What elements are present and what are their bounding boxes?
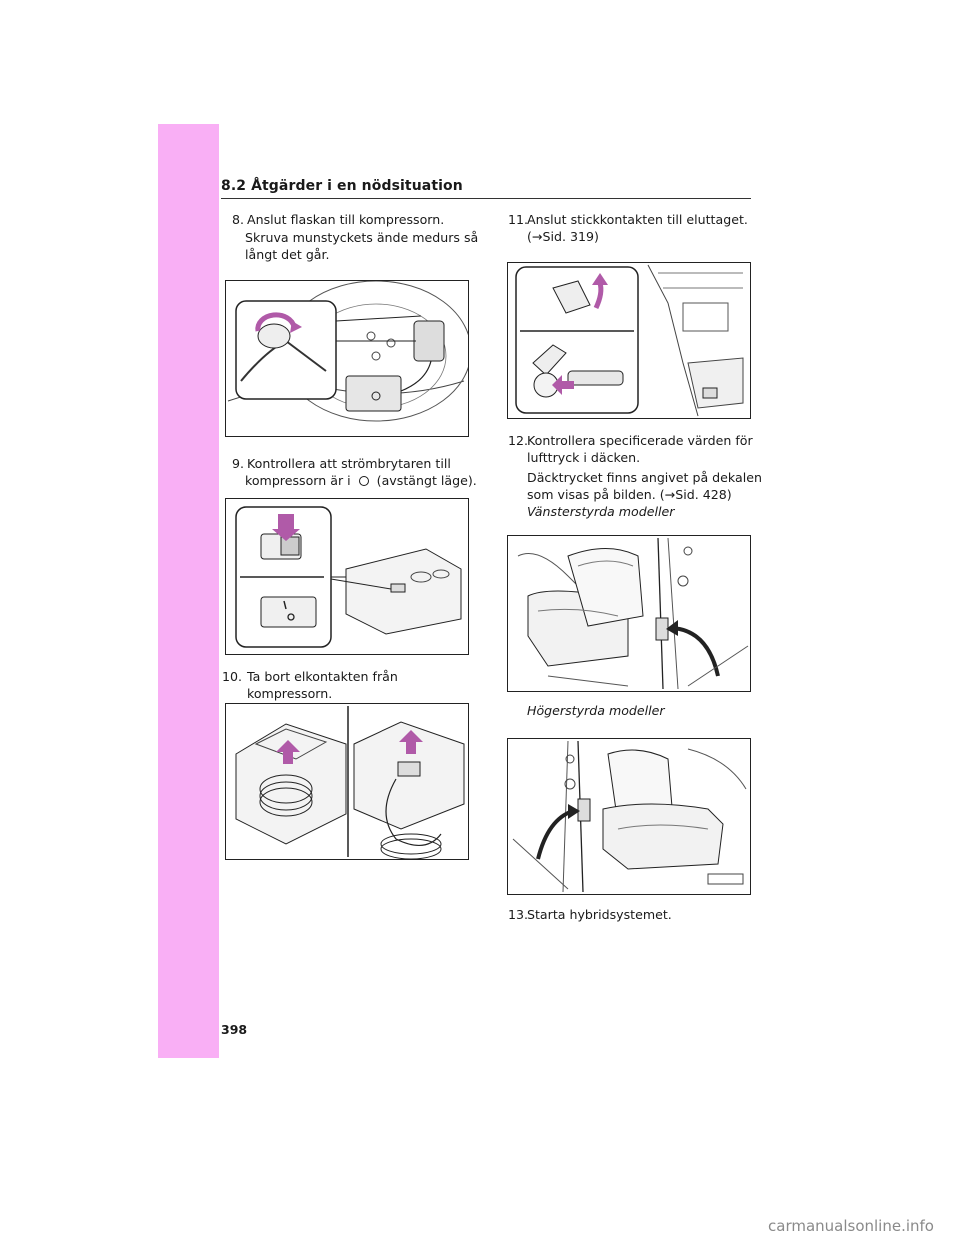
section-header: 8.2 Åtgärder i en nödsituation — [221, 178, 751, 200]
figure-power-switch-off — [225, 498, 469, 655]
step-number: 9. — [232, 456, 245, 471]
step-text: Ta bort elkontakten från kompressorn. — [247, 669, 398, 701]
step-8-detail-1: Skruva munstyckets ände medurs så — [245, 230, 479, 245]
page-reference: (→Sid. 319) — [527, 229, 599, 244]
off-position-icon — [358, 476, 369, 486]
step-text-part: (avstängt läge). — [376, 473, 477, 488]
step-10: 10. Ta bort elkontakten från kompressorn… — [222, 668, 472, 701]
step-text: Anslut flaskan till kompressorn. — [247, 212, 445, 227]
step-number: 12. — [508, 433, 529, 448]
step-text: Kontrollera specificerade värden för — [527, 433, 753, 448]
figure-bottle-to-compressor — [225, 280, 469, 437]
right-hand-drive-label: Högerstyrda modeller — [527, 703, 665, 718]
step-number: 13. — [508, 907, 529, 922]
step-12-line-2: lufttryck i däcken. — [527, 450, 641, 465]
step-12-detail-2: som visas på bilden. (→Sid. 428) — [527, 487, 732, 502]
step-text: Kontrollera att strömbrytaren till — [247, 456, 451, 471]
step-11: 11. Anslut stickkontakten till eluttaget… — [508, 211, 753, 229]
section-title: 8.2 Åtgärder i en nödsituation — [221, 178, 463, 194]
figure-plug-into-socket — [507, 262, 751, 419]
step-number: 8. — [232, 212, 245, 227]
step-8-detail-2: långt det går. — [245, 247, 330, 262]
step-number: 10. — [222, 669, 243, 684]
step-9: 9. Kontrollera att strömbrytaren till — [232, 455, 472, 473]
step-9-line-2: kompressorn är i (avstängt läge). — [245, 472, 477, 489]
step-12-detail-1: Däcktrycket finns angivet på dekalen — [527, 470, 762, 485]
page-number: 398 — [221, 1022, 248, 1037]
step-13: 13. Starta hybridsystemet. — [508, 906, 753, 924]
figure-remove-power-plug — [225, 703, 469, 860]
figure-tire-label-rhd — [507, 738, 751, 895]
left-hand-drive-label: Vänsterstyrda modeller — [527, 504, 675, 519]
watermark: carmanualsonline.info — [768, 1217, 934, 1235]
figure-tire-label-lhd — [507, 535, 751, 692]
step-12: 12. Kontrollera specificerade värden för — [508, 432, 753, 450]
step-number: 11. — [508, 212, 529, 227]
section-sidebar-tab — [158, 124, 219, 1058]
step-text: Starta hybridsystemet. — [527, 907, 672, 922]
step-text: Anslut stickkontakten till eluttaget. — [527, 212, 748, 227]
step-8: 8. Anslut flaskan till kompressorn. — [232, 211, 472, 229]
step-text-part: kompressorn är i — [245, 473, 351, 488]
header-divider — [221, 198, 751, 199]
